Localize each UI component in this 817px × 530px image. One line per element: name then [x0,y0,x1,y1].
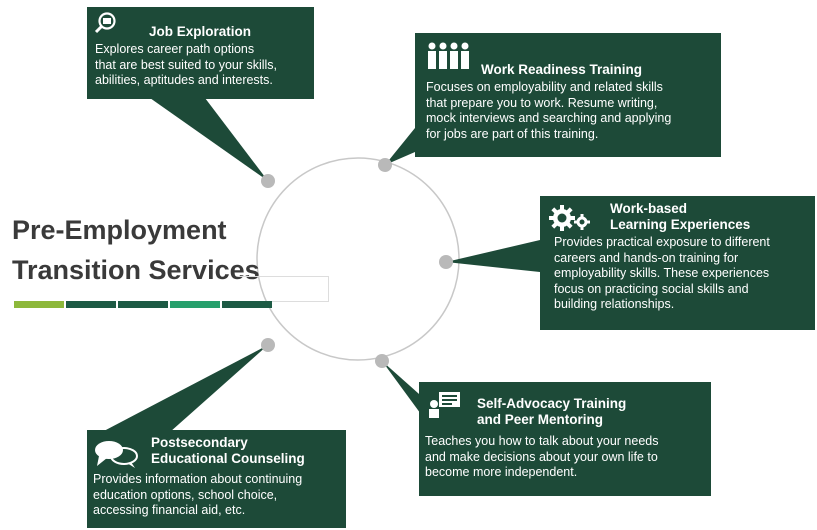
presenter-icon [429,392,460,418]
center-title: Pre-Employment Transition Services [12,210,260,290]
work-readiness-box: Work Readiness Training Focuses on emplo… [415,33,721,157]
center-title-line1: Pre-Employment [12,215,227,245]
color-bar-3 [118,301,168,308]
job-exploration-description: Explores career path options that are be… [95,42,278,87]
work-readiness-description: Focuses on employability and related ski… [426,80,672,141]
connector-dot [439,255,453,269]
self-advocacy-description: Teaches you how to talk about your needs… [425,434,659,479]
connector-dot [261,174,275,188]
self-advocacy-title: Self-Advocacy Training and Peer Mentorin… [477,396,627,427]
self-advocacy-box: Self-Advocacy Training and Peer Mentorin… [419,382,711,496]
color-bar-1 [14,301,64,308]
title-underline-box [238,276,329,302]
hub-circle [256,157,460,361]
color-bar-2 [66,301,116,308]
speech-bubbles-icon [95,441,138,468]
color-bar-5 [222,301,272,308]
people-group-icon [428,42,469,69]
color-bar-4 [170,301,220,308]
connector-dot [261,338,275,352]
connector-dot [375,354,389,368]
job-exploration-pointer [150,98,268,181]
connector-dot [378,158,392,172]
center-title-line2: Transition Services [12,255,260,285]
postsecondary-title: Postsecondary Educational Counseling [151,435,305,466]
job-exploration-box: Job Exploration Explores career path opt… [87,7,314,99]
postsecondary-description: Provides information about continuing ed… [93,472,303,517]
magnifier-icon [94,12,116,34]
work-based-learning-description: Provides practical exposure to different… [554,235,770,311]
work-based-learning-box: Work-based Learning Experiences Provides… [540,196,815,330]
work-based-pointer [446,240,540,272]
postsecondary-box: Postsecondary Educational Counseling Pro… [87,430,346,528]
job-exploration-title: Job Exploration [149,24,252,39]
postsecondary-pointer [102,345,268,432]
work-based-learning-title: Work-based Learning Experiences [610,201,751,232]
work-readiness-pointer [385,128,415,165]
work-readiness-title: Work Readiness Training [481,62,643,77]
gears-icon [549,205,590,231]
